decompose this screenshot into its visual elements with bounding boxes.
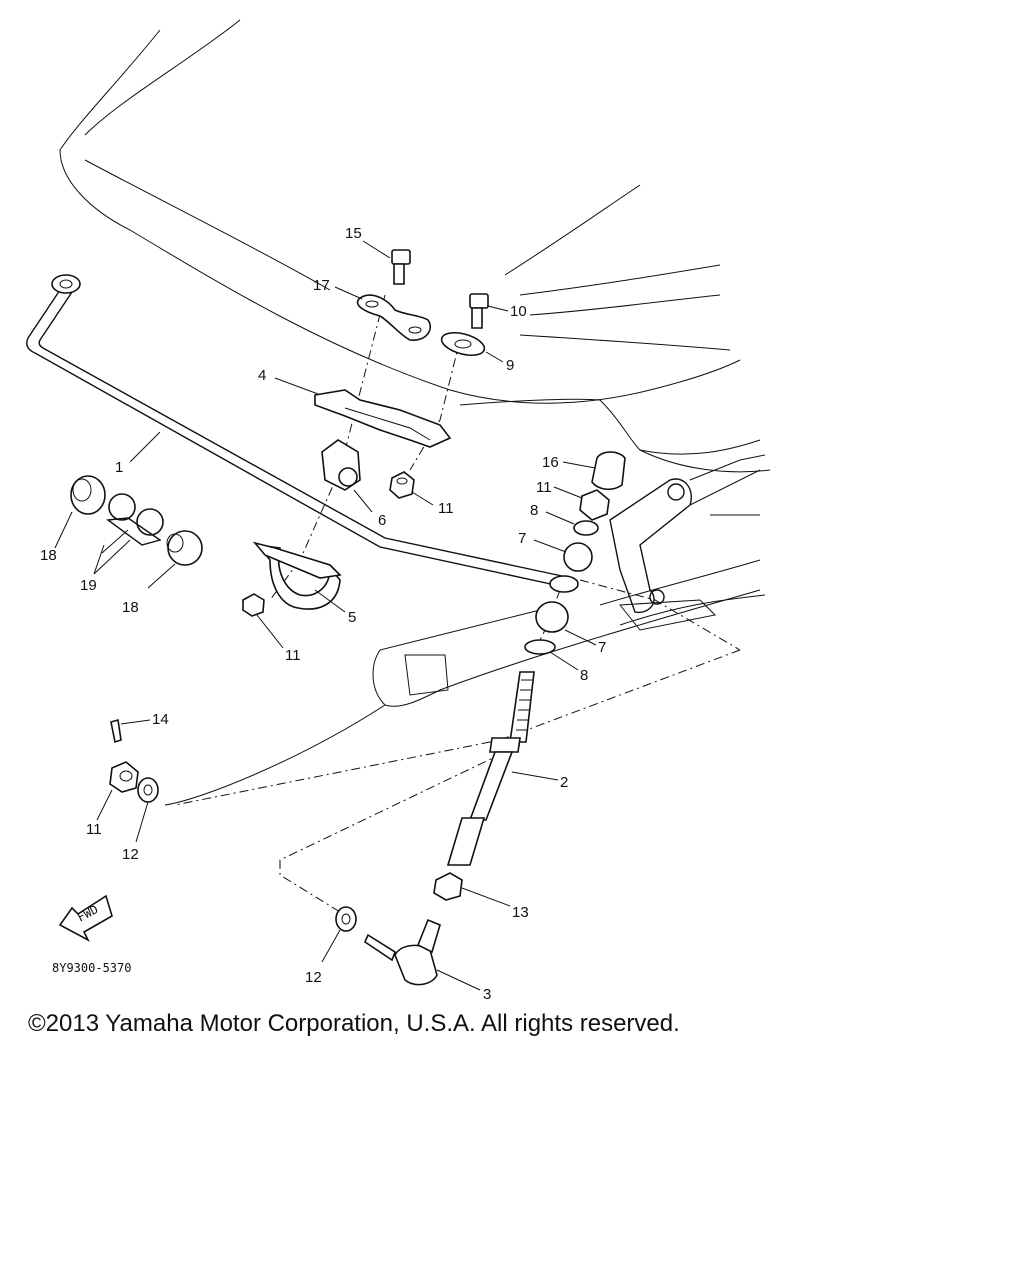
callout-15: 15: [345, 225, 362, 242]
callout-18-b: 18: [122, 599, 139, 616]
callout-5: 5: [348, 609, 356, 626]
callout-4: 4: [258, 367, 266, 384]
cotter-pin-14: [111, 720, 121, 742]
callout-7-a: 7: [518, 530, 526, 547]
bushing-18-a: [71, 476, 105, 514]
bracket-4: [315, 390, 450, 447]
tie-rod-2: [448, 672, 534, 865]
bolt-10: [470, 294, 488, 328]
clamp-19: [108, 494, 163, 545]
washer-12-a: [138, 778, 158, 802]
callout-9: 9: [506, 357, 514, 374]
callout-18-a: 18: [40, 547, 57, 564]
fwd-arrow-icon: FWD: [60, 896, 112, 940]
callout-12-b: 12: [305, 969, 322, 986]
callout-11-c: 11: [536, 479, 552, 496]
leader-lines: [55, 241, 596, 990]
callout-6: 6: [378, 512, 386, 529]
callout-13: 13: [512, 904, 529, 921]
ball-joint-3: [365, 920, 440, 985]
nut-13: [434, 873, 462, 900]
suspension-arm: [610, 455, 765, 630]
bolt-15: [392, 250, 410, 284]
nut-11-a: [390, 472, 414, 498]
callout-3: 3: [483, 986, 491, 1000]
callout-8-a: 8: [530, 502, 538, 519]
copyright-notice: ©2013 Yamaha Motor Corporation, U.S.A. A…: [28, 1010, 680, 1037]
callout-7-b: 7: [598, 639, 606, 656]
callout-11-d: 11: [86, 821, 102, 838]
callout-17: 17: [313, 277, 330, 294]
washer-8-a: [574, 521, 598, 535]
callout-1: 1: [115, 459, 123, 476]
callout-14: 14: [152, 711, 169, 728]
stabilizer-bar: [27, 275, 578, 592]
bushing-18-b: [167, 531, 202, 565]
bushing-7-a: [564, 543, 592, 571]
rubber-block-6: [322, 440, 360, 490]
hood-outline: [60, 20, 770, 472]
nut-11-c: [580, 490, 609, 520]
plate-17: [358, 295, 431, 340]
callout-11-a: 11: [438, 500, 454, 517]
callout-19: 19: [80, 577, 97, 594]
parts-diagram: FWD 15 17 10 9 4 1 6 11 16 11 8 7 7 8 5 …: [0, 0, 1024, 1000]
callout-11-b: 11: [285, 647, 301, 664]
cap-16: [592, 452, 625, 489]
callout-16: 16: [542, 454, 559, 471]
washer-9: [439, 329, 487, 360]
drawing-code: 8Y9300-5370: [52, 961, 131, 975]
washer-8-b: [525, 640, 555, 654]
nut-11-b: [243, 594, 264, 616]
callout-labels: 15 17 10 9 4 1 6 11 16 11 8 7 7 8 5 11 1…: [40, 225, 606, 1000]
bushing-7-b: [536, 602, 568, 632]
washer-12-b: [336, 907, 356, 931]
ski-outline: [165, 560, 765, 805]
nut-11-d: [110, 762, 138, 792]
callout-8-b: 8: [580, 667, 588, 684]
callout-12-a: 12: [122, 846, 139, 863]
callout-2: 2: [560, 774, 568, 791]
callout-10: 10: [510, 303, 527, 320]
